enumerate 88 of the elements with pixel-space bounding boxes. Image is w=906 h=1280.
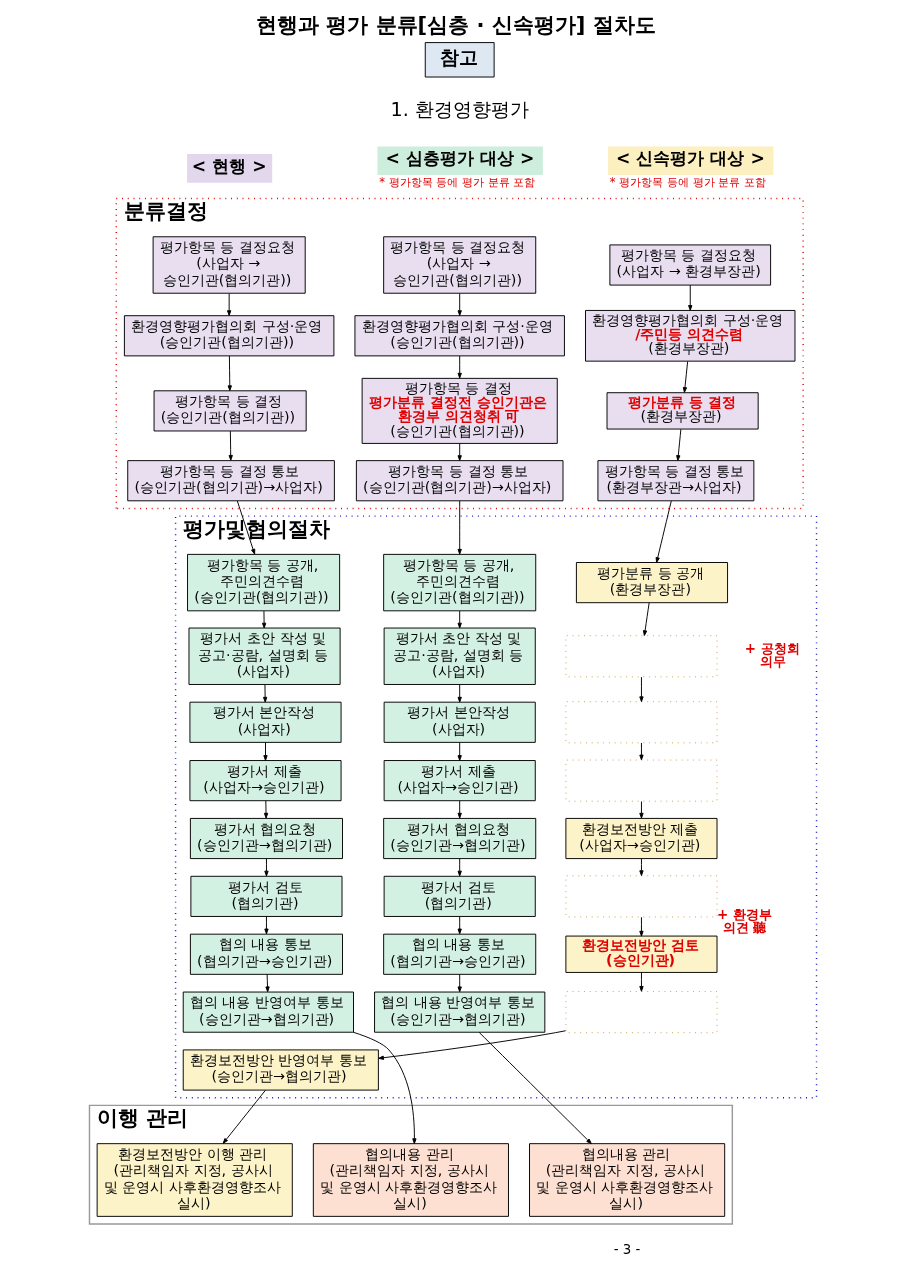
node-box: 협의내용 관리 (관리책임자 지정, 공사시 및 운영시 사후환경영향조사 실시) bbox=[312, 1143, 509, 1217]
arrow bbox=[642, 602, 650, 636]
node-box: 평가항목 등 결정요청 (사업자 → 승인기관(협의기관)) bbox=[383, 236, 537, 294]
arrow bbox=[263, 800, 269, 819]
node-box bbox=[565, 875, 718, 918]
node-box bbox=[565, 759, 718, 802]
node-box bbox=[565, 701, 718, 744]
label: - 3 - bbox=[613, 1242, 641, 1258]
node-box: 평가항목 등 결정 통보 (승인기관(협의기관)→사업자) bbox=[127, 460, 335, 502]
arrow bbox=[457, 610, 462, 629]
node-box: 평가서 초안 작성 및 공고·공람, 설명회 등 (사업자) bbox=[383, 627, 536, 685]
arrow bbox=[227, 293, 232, 316]
node-box: 평가서 본안작성 (사업자) bbox=[383, 701, 536, 743]
node-box: 환경영향평가협의회 구성·운영 (승인기관(협의기관)) bbox=[123, 315, 335, 357]
arrow bbox=[478, 1031, 592, 1145]
label: 참고 bbox=[440, 45, 479, 69]
node-box bbox=[565, 635, 718, 678]
arrow bbox=[639, 858, 644, 877]
arrow bbox=[261, 610, 267, 629]
arrow bbox=[222, 1089, 266, 1144]
arrow bbox=[236, 500, 256, 555]
node-box: 평가서 초안 작성 및 공고·공람, 설명회 등 (사업자) bbox=[188, 627, 341, 685]
arrow bbox=[676, 428, 682, 461]
arrow bbox=[639, 742, 644, 761]
node-box: 협의내용 관리 (관리책임자 지정, 공사시 및 운영시 사후환경영향조사 실시) bbox=[529, 1143, 726, 1217]
arrow bbox=[264, 858, 269, 877]
node-box: 평가서 검토 (협의기관) bbox=[190, 875, 343, 917]
arrow bbox=[457, 293, 462, 316]
node-box: 협의 내용 통보 (협의기관→승인기관) bbox=[383, 933, 537, 975]
arrow bbox=[265, 974, 270, 993]
node-box: 협의 내용 반영여부 통보 (승인기관→협의기관) bbox=[182, 991, 354, 1033]
arrow bbox=[457, 974, 462, 993]
arrow bbox=[682, 361, 689, 393]
node-box: 환경영향평가협의회 구성·운영 (승인기관(협의기관)) bbox=[354, 315, 565, 357]
arrow bbox=[655, 500, 672, 563]
node-box: 평가항목 등 결정요청 (사업자 → 승인기관(협의기관)) bbox=[152, 236, 306, 294]
node-box: < 현행 > bbox=[187, 154, 273, 183]
arrow bbox=[378, 1030, 566, 1060]
label: 1. 환경영향평가 bbox=[390, 98, 529, 122]
node-box: 평가서 제출 (사업자→승인기관) bbox=[383, 760, 536, 802]
arrow bbox=[227, 355, 232, 392]
node-box: 평가항목 등 결정요청 (사업자 → 환경부장관) bbox=[609, 244, 772, 286]
node-box: 평가항목 등 공개, 주민의견수렴 (승인기관(협의기관)) bbox=[383, 553, 537, 612]
arrow bbox=[352, 1031, 417, 1145]
node-box: 환경보전방안 제출 (사업자→승인기관) bbox=[565, 817, 718, 860]
node-box: 협의 내용 반영여부 통보 (승인기관→협의기관) bbox=[374, 991, 546, 1033]
node-box: 평가분류 등 결정 (환경부장관) bbox=[606, 392, 759, 430]
node-box: 환경보전방안 이행 관리 (관리책임자 지정, 공사시 및 운영시 사후환경영향조사 실시) bbox=[96, 1143, 293, 1217]
arrow bbox=[264, 916, 269, 935]
node-box: 평가서 협의요청 (승인기관→협의기관) bbox=[189, 817, 343, 860]
arrow bbox=[639, 676, 644, 703]
arrow bbox=[457, 355, 462, 379]
node-box: 환경보전방안 검토 (승인기관) bbox=[565, 935, 718, 973]
node-box: 평가항목 등 결정 통보 (환경부장관→사업자) bbox=[597, 460, 755, 502]
arrow bbox=[263, 684, 268, 703]
node-box: 환경보전방안 반영여부 통보 (승인기관→협의기관) bbox=[182, 1049, 379, 1091]
arrow bbox=[457, 684, 462, 703]
node-box: < 심층평가 대상 > bbox=[377, 146, 543, 176]
node-box: 평가항목 등 결정 (승인기관(협의기관)) bbox=[153, 390, 307, 432]
arrow bbox=[688, 284, 693, 311]
arrow bbox=[263, 742, 268, 761]
arrow bbox=[457, 442, 462, 461]
arrow bbox=[457, 916, 462, 935]
node-box: 평가항목 등 결정 통보 (승인기관(협의기관)→사업자) bbox=[355, 460, 564, 502]
node-label: + 환경부 의견 聽 bbox=[717, 907, 772, 936]
label: + 공청회 의무 bbox=[744, 640, 800, 670]
arrow bbox=[639, 916, 644, 937]
arrow bbox=[228, 430, 233, 461]
node-label: * 평가항목 등에 평가 분류 포함 bbox=[379, 175, 536, 190]
node-box: 환경영향평가협의회 구성·운영 /주민등 의견수렴 (환경부장관) bbox=[585, 309, 796, 362]
arrow bbox=[457, 500, 462, 555]
arrow bbox=[457, 800, 462, 819]
node-box: 평가서 협의요청 (승인기관→협의기관) bbox=[383, 817, 537, 860]
node-label: * 평가항목 등에 평가 분류 포함 bbox=[609, 175, 766, 190]
node-box: 평가항목 등 결정 평가분류 결정전 승인기관은 환경부 의견청취 可 (승인기관(협의기관)) bbox=[361, 377, 558, 444]
node-box: 평가항목 등 공개, 주민의견수렴 (승인기관(협의기관)) bbox=[187, 553, 341, 612]
node-box: < 신속평가 대상 > bbox=[607, 146, 774, 176]
node-box bbox=[565, 991, 718, 1034]
arrow bbox=[457, 858, 462, 877]
arrow bbox=[457, 742, 462, 761]
arrow bbox=[639, 801, 644, 819]
diagram-title: 현행과 평가 분류[심층 · 신속평가] 절차도 bbox=[255, 11, 656, 37]
node-box: 평가서 본안작성 (사업자) bbox=[189, 701, 342, 743]
node-box: 평가서 검토 (협의기관) bbox=[383, 875, 536, 917]
node-box: 평가분류 등 공개 (환경부장관) bbox=[575, 562, 729, 604]
node-box: 평가서 제출 (사업자→승인기관) bbox=[189, 760, 342, 802]
node-box: 협의 내용 통보 (협의기관→승인기관) bbox=[189, 933, 343, 975]
arrow bbox=[639, 972, 644, 992]
